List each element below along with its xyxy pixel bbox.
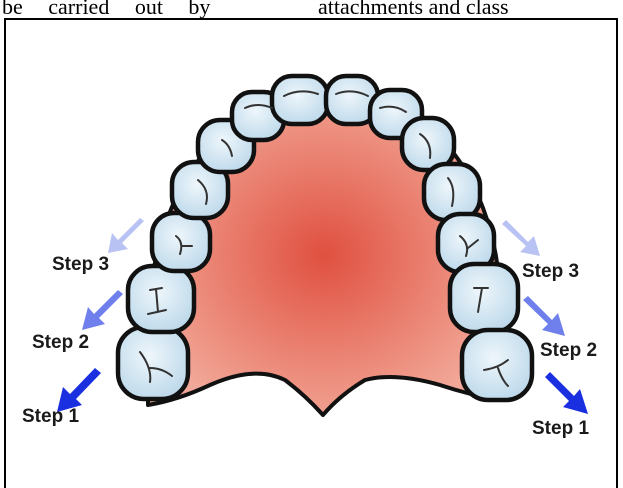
arrow-right-step3 <box>502 220 540 256</box>
label-left-step2: Step 2 <box>32 332 89 353</box>
tooth-left-molar-2 <box>128 266 194 332</box>
tooth-left-molar-1 <box>118 327 188 399</box>
tooth-left-central <box>272 76 328 124</box>
tooth-right-premolar-2 <box>424 164 480 220</box>
arrow-right-step1 <box>545 372 588 414</box>
label-left-step1: Step 1 <box>22 406 79 427</box>
label-right-step2: Step 2 <box>540 340 597 361</box>
arrow-left-step3 <box>108 218 144 253</box>
arrow-right-step2 <box>523 296 565 336</box>
label-right-step3: Step 3 <box>522 261 579 282</box>
tooth-right-molar-2 <box>450 264 518 332</box>
arrow-left-step2 <box>82 290 123 330</box>
tooth-right-molar-1 <box>462 330 532 400</box>
label-right-step1: Step 1 <box>532 418 589 439</box>
label-left-step3: Step 3 <box>52 254 109 275</box>
